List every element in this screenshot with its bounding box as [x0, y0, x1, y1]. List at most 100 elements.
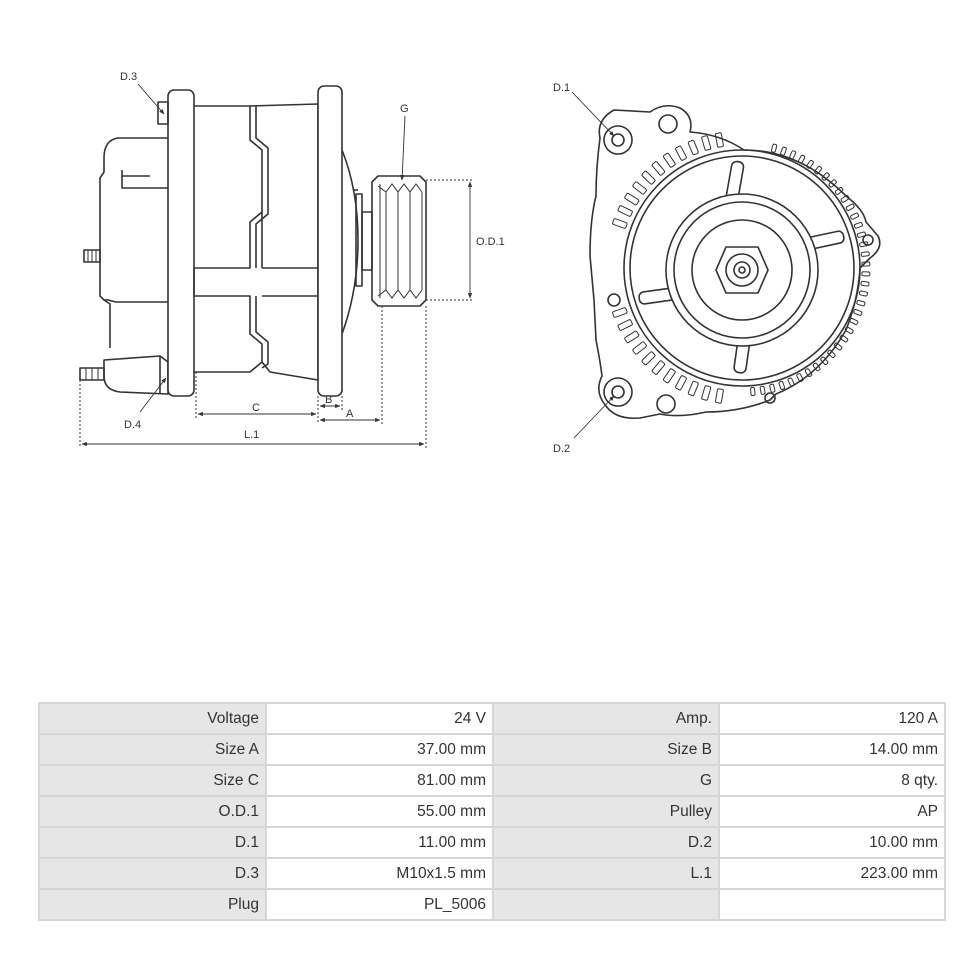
spec-value: 24 V: [265, 702, 494, 735]
spec-label: Pulley: [492, 795, 720, 828]
spec-label: L.1: [492, 857, 720, 890]
label-b: B: [325, 394, 332, 406]
vent-slot: [849, 317, 859, 326]
vent-slot: [860, 280, 870, 287]
vent-slot: [651, 360, 666, 375]
spec-value: 223.00 mm: [718, 857, 946, 890]
vent-slot: [632, 181, 647, 195]
vent-slot: [859, 241, 869, 248]
spec-label: D.3: [38, 857, 267, 890]
vent-slot: [612, 218, 628, 229]
spec-value: PL_5006: [265, 888, 494, 921]
vent-slot: [624, 330, 640, 344]
vent-slot: [778, 380, 786, 390]
vent-slot: [641, 170, 656, 185]
vent-slot: [770, 143, 778, 153]
vent-slot: [853, 221, 863, 229]
vent-slot: [612, 307, 628, 318]
label-od1: O.D.1: [476, 236, 505, 248]
vent-slot: [856, 299, 866, 307]
vent-slot: [861, 271, 871, 277]
vent-slot: [828, 179, 837, 188]
vent-slot: [675, 375, 687, 391]
vent-slot: [675, 145, 687, 161]
spec-value: 10.00 mm: [718, 826, 946, 859]
vent-slot: [617, 205, 633, 217]
vent-slot: [814, 165, 823, 175]
spec-label: Size B: [492, 733, 720, 766]
vent-slot: [624, 192, 640, 206]
vent-slot: [662, 152, 676, 168]
spec-value: 14.00 mm: [718, 733, 946, 766]
label-d2: D.2: [553, 443, 570, 455]
vent-slot: [850, 212, 860, 220]
spec-value: AP: [718, 795, 946, 828]
vent-slot: [844, 326, 854, 334]
alternator-side-view: D.3 G O.D.1 D.4 C B A L.1: [79, 71, 505, 448]
spec-label: Size A: [38, 733, 267, 766]
spec-label: Amp.: [492, 702, 720, 735]
spec-label: D.2: [492, 826, 720, 859]
vent-slot: [853, 309, 863, 316]
vent-slot: [662, 368, 676, 384]
spec-value: 120 A: [718, 702, 946, 735]
alternator-front-view: D.1 D.2: [553, 82, 881, 455]
vent-slot: [687, 139, 699, 156]
vent-slot: [651, 161, 666, 176]
vent-slot: [861, 261, 871, 267]
spec-label: O.D.1: [38, 795, 267, 828]
vent-slot: [632, 341, 647, 355]
vent-slot: [641, 351, 656, 366]
vent-slot: [806, 159, 814, 169]
label-l1: L.1: [244, 429, 259, 441]
vent-slot: [701, 135, 712, 151]
label-d1: D.1: [553, 82, 570, 94]
vent-slot: [834, 186, 844, 195]
spec-label: Plug: [38, 888, 267, 921]
spec-label: [492, 888, 720, 921]
spec-value: 55.00 mm: [265, 795, 494, 828]
vent-slot: [858, 290, 868, 297]
vent-slot: [797, 154, 806, 164]
alternator-technical-drawing: D.3 G O.D.1 D.4 C B A L.1: [79, 71, 881, 455]
vent-slot: [714, 388, 724, 404]
spec-value: M10x1.5 mm: [265, 857, 494, 890]
label-a: A: [346, 408, 354, 420]
spec-label: Size C: [38, 764, 267, 797]
vent-slot: [827, 349, 836, 358]
spec-value: 11.00 mm: [265, 826, 494, 859]
label-g: G: [400, 103, 409, 115]
label-c: C: [252, 402, 260, 414]
vent-slot: [759, 385, 766, 395]
vent-slot: [812, 362, 821, 372]
spec-label: G: [492, 764, 720, 797]
vent-slot: [821, 172, 830, 181]
vent-slot: [787, 377, 795, 387]
vent-slot: [860, 251, 870, 257]
vent-slot: [820, 356, 829, 366]
vent-slot: [789, 150, 797, 160]
vent-slot: [845, 203, 855, 211]
vent-slot: [856, 231, 866, 238]
vent-slot: [796, 373, 804, 383]
vent-slot: [840, 195, 850, 203]
spec-value: 37.00 mm: [265, 733, 494, 766]
spec-label: D.1: [38, 826, 267, 859]
vent-slot: [780, 146, 787, 156]
vent-slot: [833, 342, 843, 351]
vent-slot: [839, 334, 849, 343]
label-d4: D.4: [124, 419, 141, 431]
vent-slot: [769, 383, 776, 393]
spec-label: Voltage: [38, 702, 267, 735]
vent-slot: [701, 385, 712, 401]
cooling-vents: [612, 132, 871, 404]
spec-value: [718, 888, 946, 921]
